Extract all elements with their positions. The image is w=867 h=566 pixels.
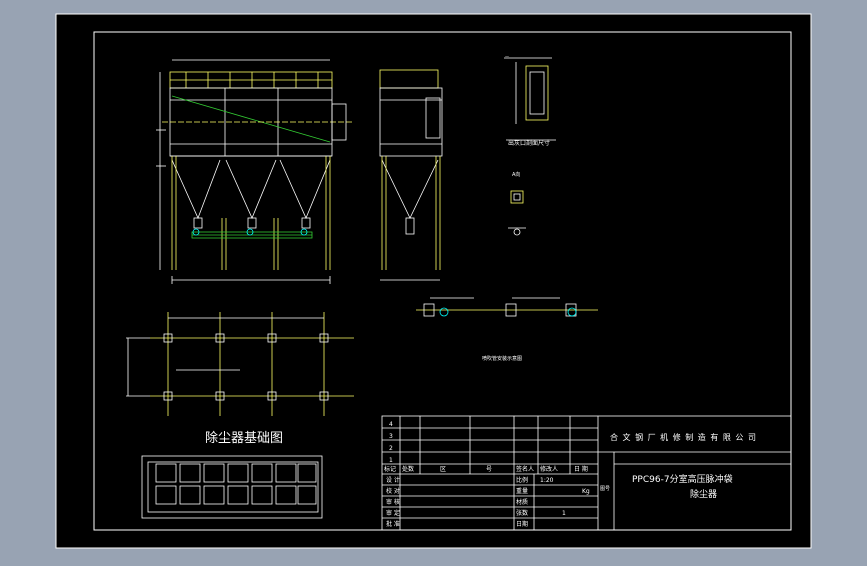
header-mark: 标记 (384, 465, 396, 473)
header-date: 日 期 (574, 465, 588, 473)
header-count: 处数 (402, 465, 414, 473)
revision-numbers: 4 3 2 1 (389, 421, 393, 464)
product-name-line1: PPC96-7分室高压脉冲袋 (632, 473, 733, 485)
title-block (381, 415, 792, 531)
header-changer: 修改人 (540, 465, 558, 473)
detail-a-label: 出灰口剖面尺寸 (508, 139, 550, 147)
row-label: 设 计 (386, 476, 400, 484)
row-label: 校 对 (386, 487, 400, 495)
row-value: Kg (582, 488, 590, 495)
title-rows: 设 计 比例 1:20 校 对 重量 Kg 审 核 材质 审 定 张数 1 批 … (386, 476, 590, 528)
product-name-line2: 除尘器 (690, 488, 717, 500)
row-value: 1:20 (540, 477, 554, 484)
revision-row: 3 (389, 433, 393, 440)
row-value: 1 (562, 510, 566, 517)
drawing-number-label: 图号 (600, 486, 610, 492)
row-field: 张数 (516, 509, 528, 517)
pipe-detail (416, 297, 598, 317)
revision-row: 2 (389, 445, 393, 452)
top-plan-view (141, 455, 323, 519)
header-zone: 区 (440, 466, 446, 473)
side-elevation (379, 69, 443, 281)
detail-b (508, 190, 526, 236)
foundation-title: 除尘器基础图 (205, 431, 283, 446)
title-header: 标记 处数 区 号 签名人 修改人 日 期 (384, 465, 588, 473)
revision-row: 1 (389, 457, 393, 464)
row-field: 材质 (516, 498, 528, 506)
detail-a-ref: — (505, 54, 509, 59)
paper-sheet (55, 13, 812, 549)
foundation-plan (126, 312, 354, 416)
row-field: 比例 (516, 476, 528, 484)
row-label: 审 定 (386, 509, 400, 517)
company-name: 合 文 钢 厂 机 修 制 造 有 限 公 司 (610, 432, 757, 442)
row-label: 批 准 (386, 520, 400, 528)
detail-outlet-section (504, 57, 556, 141)
row-label: 审 核 (386, 498, 400, 506)
header-sign: 号 (486, 466, 492, 473)
detail-b-label: A向 (512, 171, 520, 178)
pipe-note: 喷吹管安装示意图 (482, 355, 522, 362)
revision-row: 4 (389, 421, 393, 428)
header-signer: 签名人 (516, 465, 534, 473)
front-elevation (156, 59, 352, 284)
row-field: 重量 (516, 487, 528, 495)
row-field: 日期 (516, 520, 528, 528)
